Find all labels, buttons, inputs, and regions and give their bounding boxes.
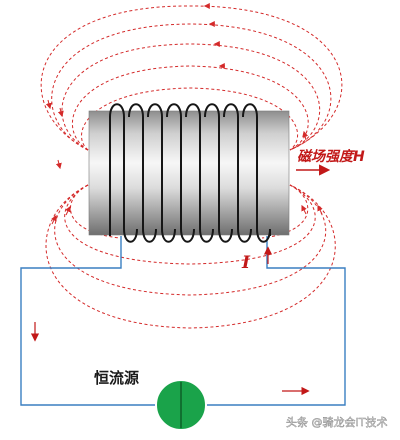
field-line — [64, 184, 316, 265]
coil-turn — [147, 103, 176, 243]
field-line — [54, 184, 327, 296]
current-label: I — [241, 253, 251, 273]
field-arrow — [301, 204, 307, 215]
field-arrow — [57, 107, 64, 118]
field-label: 磁场强度H — [297, 148, 365, 165]
circuit-wire — [20, 236, 346, 406]
wire-left — [20, 236, 156, 406]
source-label: 恒流源 — [94, 369, 139, 387]
field-arrow — [65, 205, 71, 216]
coil-turn — [128, 103, 157, 243]
coil-turn — [185, 103, 214, 243]
coil-turn — [109, 103, 138, 243]
iron-core — [89, 111, 289, 235]
field-arrow — [317, 204, 323, 215]
coil-turn — [166, 103, 195, 243]
field-line — [72, 65, 309, 151]
coil-turn — [204, 103, 233, 243]
field-line — [81, 87, 298, 151]
field-line — [51, 23, 332, 151]
coil-turn — [223, 103, 252, 243]
field-arrows — [45, 3, 323, 225]
field-arrow — [45, 99, 52, 110]
watermark: 头条 @骑龙会IT技术 — [286, 415, 387, 429]
field-line — [40, 5, 343, 151]
field-arrow — [51, 214, 57, 225]
field-arrow — [302, 130, 309, 141]
field-arrow — [55, 159, 62, 170]
field-label-group: 磁场强度H — [296, 148, 365, 176]
coil-turn — [242, 103, 271, 243]
current-source — [155, 379, 207, 431]
coil-windings — [109, 103, 271, 243]
field-line — [45, 184, 336, 329]
current-arrows — [30, 246, 310, 396]
wire-right — [206, 236, 346, 406]
